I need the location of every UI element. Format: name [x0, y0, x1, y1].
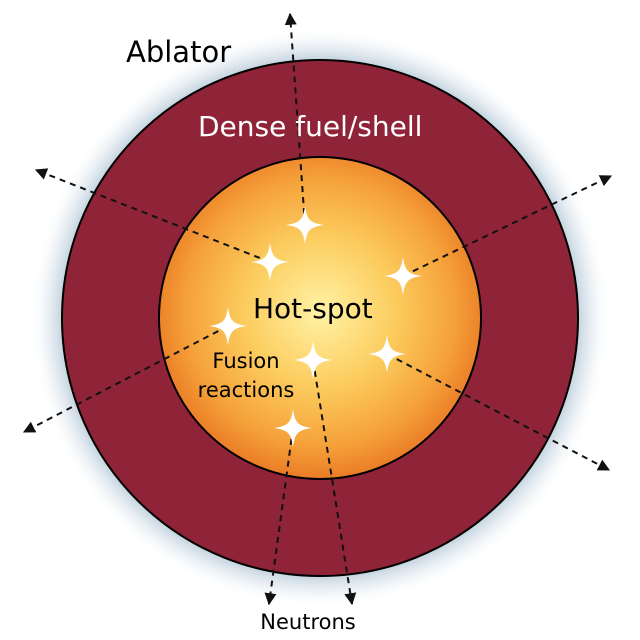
- ablator-label: Ablator: [126, 35, 231, 69]
- hotspot-label: Hot-spot: [253, 292, 373, 325]
- hot-spot-core: [158, 156, 482, 480]
- neutron-arrow-icon: [264, 427, 294, 606]
- shell-label: Dense fuel/shell: [198, 110, 422, 143]
- neutrons-label: Neutrons: [260, 610, 355, 634]
- neutron-arrow-icon: [312, 359, 357, 606]
- neutron-arrow-icon: [284, 12, 306, 226]
- neutron-arrow-icon: [34, 168, 271, 263]
- fusion-label-line1: Fusion: [212, 349, 279, 373]
- fusion-label-line2: reactions: [198, 378, 295, 402]
- neutron-arrow-icon: [22, 325, 229, 433]
- neutron-arrows: [22, 12, 613, 606]
- neutron-arrow-icon: [386, 353, 611, 471]
- neutron-arrow-icon: [402, 175, 613, 277]
